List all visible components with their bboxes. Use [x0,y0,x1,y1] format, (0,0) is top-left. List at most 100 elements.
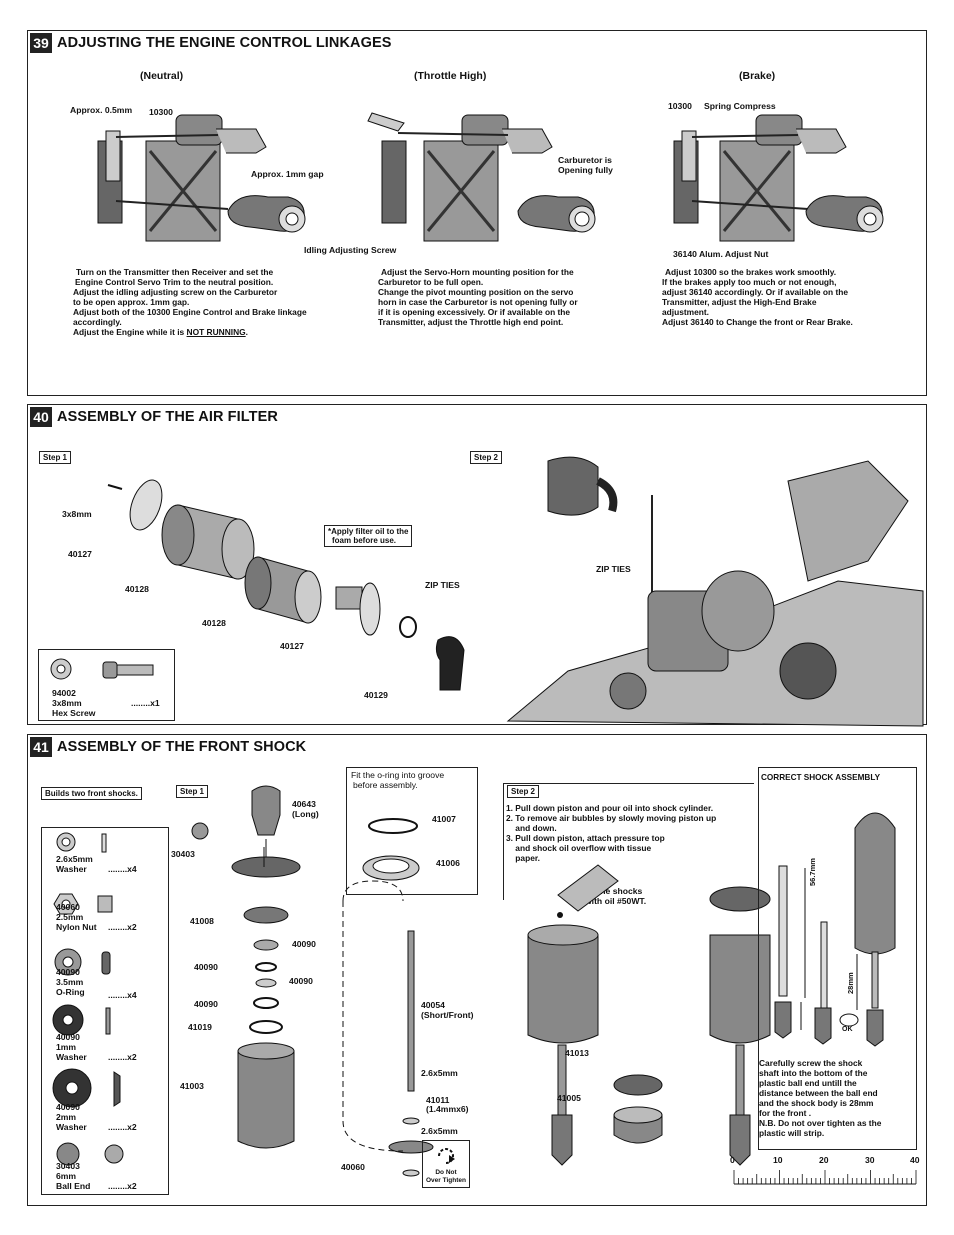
ok-mark: OK [842,1026,853,1033]
part-washer-1mm-size: 1mm [56,1042,77,1052]
builds-two-note: Builds two front shocks. [41,787,142,800]
step-2-box [503,783,754,900]
part-40054: 40054 [421,1000,445,1010]
step-1-label: Step 1 [176,785,209,798]
callout-spring: Spring Compress [704,101,776,111]
callout-36140: 36140 Alum. Adjust Nut [673,249,769,259]
engine-neutral-illustration [97,114,306,242]
part-nylon-nut-qty: ........x2 [108,922,137,932]
callout-idling-screw: Idling Adjusting Screw [304,245,397,255]
part-41003: 41003 [180,1081,204,1091]
correct-assembly-text: Carefully screw the shock shaft into the… [759,1058,882,1138]
dim-28mm: 28mm [846,972,855,994]
part-nylon-nut-number: 40060 [56,902,80,912]
fill-note-1: fill the shocks [585,886,643,896]
section-title: ADJUSTING THE ENGINE CONTROL LINKAGES [57,35,392,51]
part-40090-c: 40090 [289,976,313,986]
part-ball-end-name: Ball End [56,1181,91,1191]
part-26x5-a: 2.6x5mm [421,1068,458,1078]
part-40054-short: (Short/Front) [421,1010,474,1020]
correct-assembly-title: CORRECT SHOCK ASSEMBLY [761,773,881,782]
part-washer-2mm-qty: ........x2 [108,1122,137,1132]
section-number: 41 [30,737,52,757]
part-washer-26-qty: ........x4 [108,864,137,874]
neutral-instructions: Turn on the Transmitter then Receiver an… [73,267,307,337]
part-40090-d: 40090 [194,999,218,1009]
parts-list-icons [52,832,124,1166]
callout-approx-05: Approx. 0.5mm [70,105,133,115]
mm-ruler: 0 10 20 30 40 [730,1155,922,1185]
correct-assembly-box: CORRECT SHOCK ASSEMBLY 56.7mm 28mm OK Ca… [758,767,917,1150]
step-1-label: Step 1 [39,451,72,464]
part-41011: 41011 [426,1095,450,1105]
part-washer-2mm-name: Washer [56,1122,87,1132]
section-number: 40 [30,407,52,427]
section-39: 39 ADJUSTING THE ENGINE CONTROL LINKAGES… [27,30,927,396]
part-oring-size: 3.5mm [56,977,84,987]
air-filter-exploded-illustration [107,479,465,691]
dim-56-7mm: 56.7mm [808,858,817,886]
part-40643: 40643 [292,799,316,809]
ruler-label-30: 30 [865,1155,875,1165]
part-washer-1mm-name: Washer [56,1052,87,1062]
legend-part-number: 94002 [52,688,76,698]
callout-carb-open-2: Opening fully [558,165,613,175]
step-2-label: Step 2 [470,451,503,464]
part-40090-b: 40090 [194,962,218,972]
part-41008: 41008 [190,916,214,926]
neutral-heading: (Neutral) [140,70,184,82]
shock-parts-list [41,827,169,1195]
callout-10300-brake: 10300 [668,101,692,111]
brake-instructions: Adjust 10300 so the brakes work smoothly… [662,267,853,327]
part-washer-26-name: Washer [56,864,87,874]
part-washer-2mm-number: 40090 [56,1102,80,1112]
section-number: 39 [30,33,52,53]
part-oring-qty: ........x4 [108,990,137,1000]
engine-throttle-illustration [367,112,596,242]
legend-quantity: ........x1 [131,698,160,708]
step-2-label: Step 2 [507,785,540,798]
part-41011-size: (1.4mmx6) [426,1104,469,1114]
part-40128-b: 40128 [202,618,226,628]
zip-ties-label-2: ZIP TIES [596,564,631,574]
legend-name: Hex Screw [52,708,96,718]
not-running-emphasis: NOT RUNNING [186,327,246,337]
section-40: 40 ASSEMBLY OF THE AIR FILTER Step 1 Ste… [27,404,927,727]
throttle-instructions: Adjust the Servo-Horn mounting position … [378,267,578,327]
part-41013: 41013 [565,1048,589,1058]
section-40-header: 40 ASSEMBLY OF THE AIR FILTER [30,407,278,427]
part-nylon-nut-size: 2.5mm [56,912,84,922]
shock-oil-filling-illustration [527,864,771,1166]
part-40127-a: 40127 [68,549,92,559]
oring-inset: Fit the o-ring into groove before assemb… [346,767,478,895]
part-26x5-b: 2.6x5mm [421,1126,458,1136]
rotate-arrow-icon [438,1148,455,1164]
zip-ties-label-1: ZIP TIES [425,580,460,590]
engine-brake-illustration [673,114,884,242]
throttle-heading: (Throttle High) [414,70,487,82]
car-chassis-illustration [506,456,924,727]
part-nylon-nut-name: Nylon Nut [56,922,97,932]
part-oring-name: O-Ring [56,987,85,997]
ruler-label-10: 10 [773,1155,783,1165]
part-3x8mm: 3x8mm [62,509,92,519]
do-not-over-tighten-badge: Do Not Over Tighten [422,1140,470,1188]
part-oring-number: 40090 [56,967,80,977]
filter-oil-note: *Apply filter oil to the foam before use… [324,525,413,548]
part-40129: 40129 [364,690,388,700]
callout-carb-open-1: Carburetor is [558,155,612,165]
step-2-instructions: 1. Pull down piston and pour oil into sh… [506,803,717,863]
callout-10300-neutral: 10300 [149,107,173,117]
ruler-label-40: 40 [910,1155,920,1165]
section-39-header: 39 ADJUSTING THE ENGINE CONTROL LINKAGES [30,33,392,53]
ruler-label-20: 20 [819,1155,829,1165]
part-41019: 41019 [188,1022,212,1032]
part-washer-1mm-number: 40090 [56,1032,80,1042]
part-30403: 30403 [171,849,195,859]
fill-note-2: with oil #50WT. [585,896,647,906]
correct-shock-illustration [774,812,896,1047]
part-41006: 41006 [436,858,460,868]
part-40128-a: 40128 [125,584,149,594]
shock-exploded-illustration [191,785,434,1177]
part-washer-2mm-size: 2mm [56,1112,77,1122]
